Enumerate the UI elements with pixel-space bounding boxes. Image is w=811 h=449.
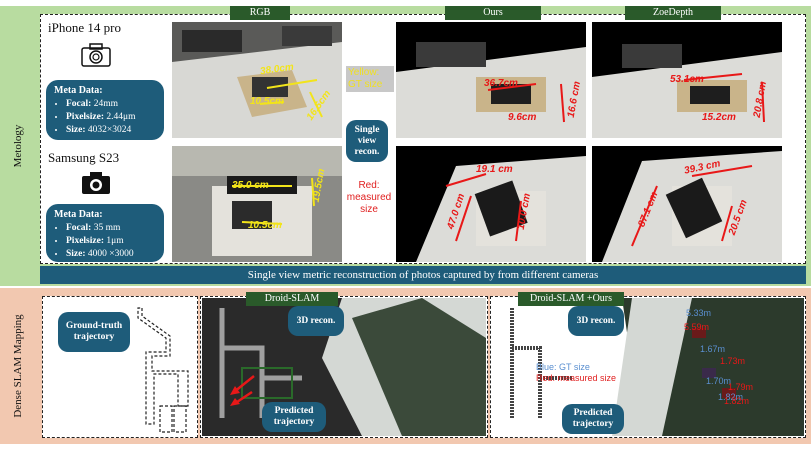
meta-title-1: Meta Data:: [54, 85, 103, 96]
ours-recon-2: [396, 146, 586, 262]
droid-slam-ours-map: [492, 298, 804, 436]
recon-callout-1: 3D recon.: [288, 306, 344, 336]
rgb-photo-1: [172, 22, 342, 138]
zoe1-measure-b: 15.2cm: [702, 112, 736, 123]
meta-item: Pixelsize: 2.44μm: [66, 111, 156, 124]
measured-size-4: 1.82m: [724, 396, 750, 406]
camera-filled-icon: [82, 172, 110, 194]
column-header-zoedepth: ZoeDepth: [625, 6, 721, 20]
column-header-rgb: RGB: [230, 6, 290, 20]
gt-size-4: 1.82m: [718, 392, 744, 402]
slam-side-label: Dense SLAM Mapping: [12, 314, 24, 418]
meta-data-box-2: Meta Data: Focal: 35 mm Pixelsize: 1μm S…: [46, 204, 164, 262]
column-header-ours: Ours: [445, 6, 541, 20]
measured-size-3: 1.79m: [728, 382, 754, 392]
metrology-banner: Single view metric reconstruction of pho…: [40, 266, 806, 284]
rgb2-measure-c: 10.5cm: [248, 220, 282, 231]
legend-red-measured-bottom: Red: measured size: [536, 373, 617, 383]
meta-item: Size: 4032×3024: [66, 124, 156, 137]
ours1-measure-a: 36.7cm: [484, 78, 518, 89]
predicted-trajectory-callout-1: Predicted trajectory: [262, 402, 326, 432]
recon-callout-2: 3D recon.: [568, 306, 624, 336]
ours-recon-1: [396, 22, 586, 138]
meta-data-box-1: Meta Data: Focal: 24mm Pixelsize: 2.44μm…: [46, 80, 164, 140]
rgb1-measure-b: 10.5cm: [250, 96, 284, 107]
zoedepth-recon-2: [592, 146, 782, 262]
legend-blue-gt: Blue: GT size: [536, 362, 590, 372]
ours1-measure-b: 9.6cm: [508, 112, 537, 123]
gt-size-1: 5.33m: [686, 308, 712, 318]
measured-size-1: 5.59m: [684, 322, 710, 332]
predicted-trajectory-callout-2: Predicted trajectory: [562, 404, 624, 434]
gt-size-3: 1.70m: [706, 376, 732, 386]
droid-slam-ours-header: Droid-SLAM +Ours: [518, 292, 624, 306]
droid-slam-header: Droid-SLAM: [246, 292, 338, 306]
meta-item: Focal: 35 mm: [66, 222, 156, 235]
camera-outline-icon: [81, 43, 111, 67]
meta-item: Focal: 24mm: [66, 98, 156, 111]
zoedepth-recon-1: [592, 22, 782, 138]
meta-title-2: Meta Data:: [54, 209, 103, 220]
droid-slam-map: [202, 298, 486, 436]
ground-truth-trajectory: [137, 307, 189, 433]
metrology-side-label: Metology: [12, 124, 24, 168]
rgb-photo-2: [172, 146, 342, 262]
red-arrow-icon: [230, 375, 255, 406]
legend-red-measured: Red: measured size: [346, 180, 392, 215]
meta-item: Pixelsize: 1μm: [66, 235, 156, 248]
meta-item: Size: 4000 ×3000: [66, 248, 156, 261]
single-view-recon-callout: Single view recon.: [346, 120, 388, 162]
device-name-1: iPhone 14 pro: [48, 20, 121, 35]
rgb2-measure-a: 35.0 cm: [232, 180, 269, 191]
gt-size-2: 1.67m: [700, 344, 726, 354]
ours2-measure-a: 19.1 cm: [476, 164, 513, 175]
measured-size-2: 1.73m: [720, 356, 746, 366]
ground-truth-callout: Ground-truth trajectory: [58, 312, 130, 352]
device-name-2: Samsung S23: [48, 150, 120, 165]
legend-yellow-gt: Yellow: GT size: [346, 66, 394, 92]
zoe1-measure-a: 53.1cm: [670, 74, 704, 85]
